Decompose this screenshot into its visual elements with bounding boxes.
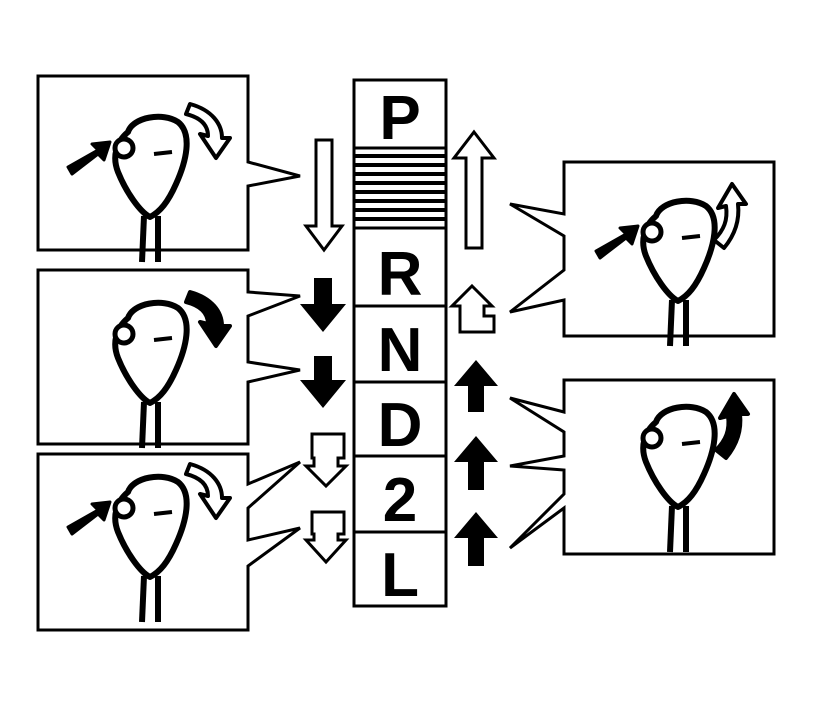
arrow-down-outline-long-icon	[303, 138, 345, 253]
gear-2-label: 2	[383, 466, 417, 535]
arrow-up-outline-long-icon	[450, 129, 498, 250]
arrow-up-solid-icon	[454, 512, 498, 566]
arrow-down-outline-icon	[302, 432, 350, 489]
panel-left-1	[36, 74, 301, 262]
arrow-up-outline-icon	[448, 283, 496, 334]
gear-n-label: N	[378, 316, 423, 385]
gear-r-label: R	[378, 240, 423, 309]
gear-l-label: L	[381, 541, 419, 610]
panel-right-1	[509, 160, 776, 346]
panel-left-3	[36, 452, 301, 632]
arrow-down-outline-icon	[302, 510, 350, 565]
arrow-up-solid-icon	[454, 360, 498, 412]
gear-d-label: D	[378, 391, 423, 460]
panel-left-2	[36, 268, 301, 448]
lockout-hatch	[354, 154, 446, 230]
panel-right-2	[508, 378, 776, 556]
gear-column: P R N D 2 L	[352, 78, 448, 610]
arrow-down-solid-icon	[300, 356, 346, 408]
arrow-up-solid-icon	[454, 436, 498, 490]
gear-column-frame	[352, 78, 448, 608]
arrow-down-solid-icon	[300, 278, 346, 332]
gear-p-label: P	[379, 84, 420, 153]
